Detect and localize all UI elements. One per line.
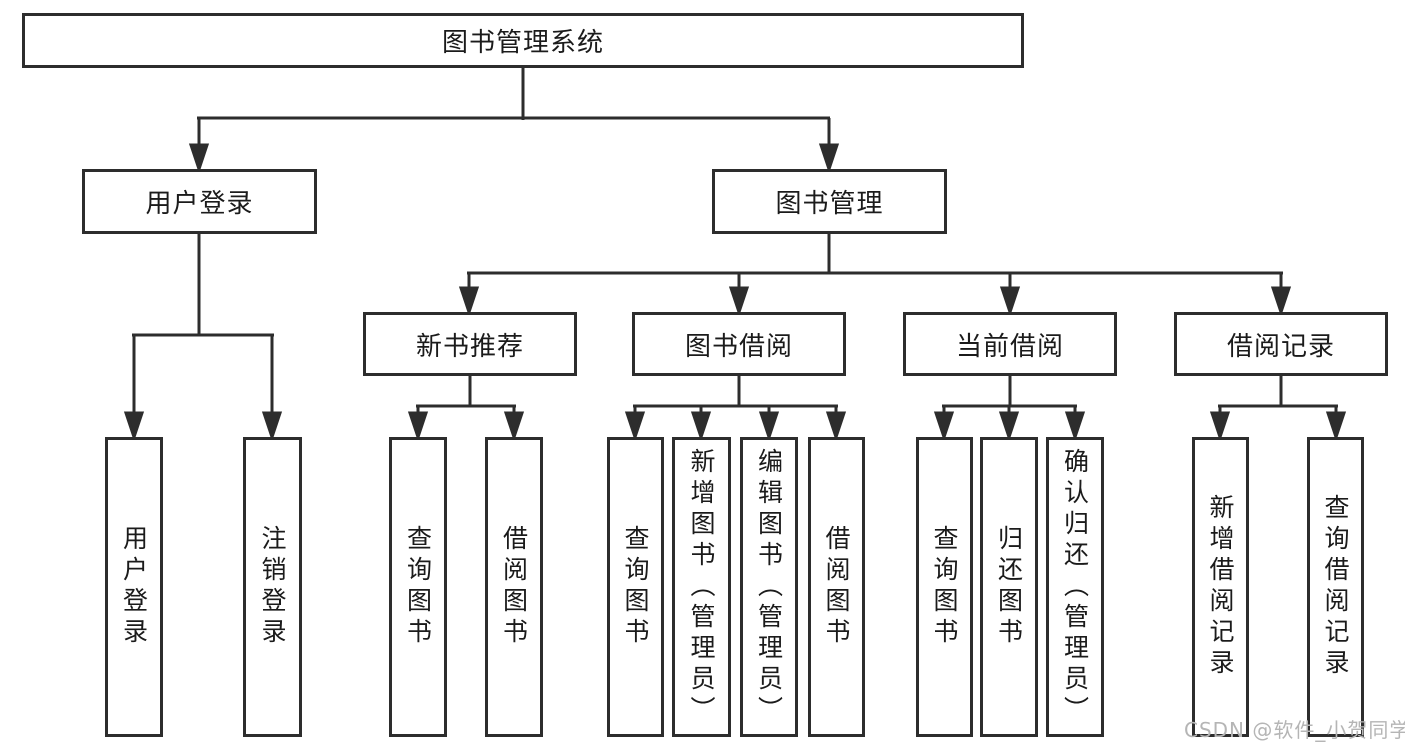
- node-new-book-recommend-label: 新书推荐: [415, 331, 524, 362]
- leaf-add-books-admin: 新增图书（管理员）: [672, 437, 731, 737]
- leaf-add-borrow-record: 新增借阅记录: [1192, 437, 1249, 737]
- leaf-query-books-recommend-label: 查询图书: [403, 525, 433, 649]
- leaf-confirm-return-admin-label: 确认归还（管理员）: [1060, 447, 1090, 727]
- connector-root-to-level2: [188, 68, 840, 174]
- node-current-borrowing: 当前借阅: [903, 312, 1117, 376]
- connector-borrow-to-leaves: [624, 376, 847, 442]
- node-book-borrowing-label: 图书借阅: [684, 331, 793, 362]
- node-book-borrowing: 图书借阅: [632, 312, 846, 376]
- leaf-query-books-borrow-label: 查询图书: [621, 525, 650, 649]
- node-new-book-recommend: 新书推荐: [363, 312, 577, 376]
- leaf-user-login: 用户登录: [105, 437, 163, 737]
- node-book-management-label: 图书管理: [775, 189, 884, 219]
- csdn-watermark: CSDN @软件_小贺同学: [1184, 718, 1405, 742]
- leaf-add-borrow-record-label: 新增借阅记录: [1206, 494, 1235, 680]
- leaf-query-borrow-record: 查询借阅记录: [1307, 437, 1364, 737]
- connector-management-to-level3: [458, 234, 1292, 317]
- connector-login-to-leaves: [123, 234, 283, 442]
- leaf-return-books: 归还图书: [980, 437, 1038, 737]
- node-user-login-label: 用户登录: [145, 189, 254, 219]
- connector-current-to-leaves: [933, 376, 1086, 442]
- node-current-borrowing-label: 当前借阅: [955, 331, 1064, 362]
- connector-recommend-to-leaves: [407, 376, 525, 442]
- leaf-borrow-books-recommend: 借阅图书: [485, 437, 543, 737]
- leaf-return-books-label: 归还图书: [994, 525, 1024, 649]
- connector-records-to-leaves: [1209, 376, 1347, 442]
- node-user-login: 用户登录: [82, 169, 317, 234]
- leaf-query-books-borrow: 查询图书: [607, 437, 664, 737]
- leaf-user-login-label: 用户登录: [119, 525, 149, 649]
- leaf-query-books-current: 查询图书: [916, 437, 973, 737]
- node-root: 图书管理系统: [22, 13, 1024, 68]
- leaf-logout-login: 注销登录: [243, 437, 302, 737]
- leaf-edit-books-admin: 编辑图书（管理员）: [740, 437, 798, 737]
- leaf-add-books-admin-label: 新增图书（管理员）: [687, 447, 716, 727]
- leaf-query-books-current-label: 查询图书: [930, 525, 959, 649]
- leaf-borrow-books-recommend-label: 借阅图书: [499, 525, 529, 649]
- leaf-borrow-books-borrow-label: 借阅图书: [822, 525, 851, 649]
- leaf-edit-books-admin-label: 编辑图书（管理员）: [754, 447, 784, 727]
- leaf-query-books-recommend: 查询图书: [389, 437, 447, 737]
- leaf-confirm-return-admin: 确认归还（管理员）: [1046, 437, 1104, 737]
- leaf-logout-login-label: 注销登录: [258, 525, 287, 649]
- node-book-management: 图书管理: [712, 169, 947, 234]
- leaf-query-borrow-record-label: 查询借阅记录: [1321, 494, 1350, 680]
- node-borrowing-records-label: 借阅记录: [1226, 331, 1335, 362]
- node-root-label: 图书管理系统: [441, 28, 604, 58]
- node-borrowing-records: 借阅记录: [1174, 312, 1388, 376]
- leaf-borrow-books-borrow: 借阅图书: [808, 437, 865, 737]
